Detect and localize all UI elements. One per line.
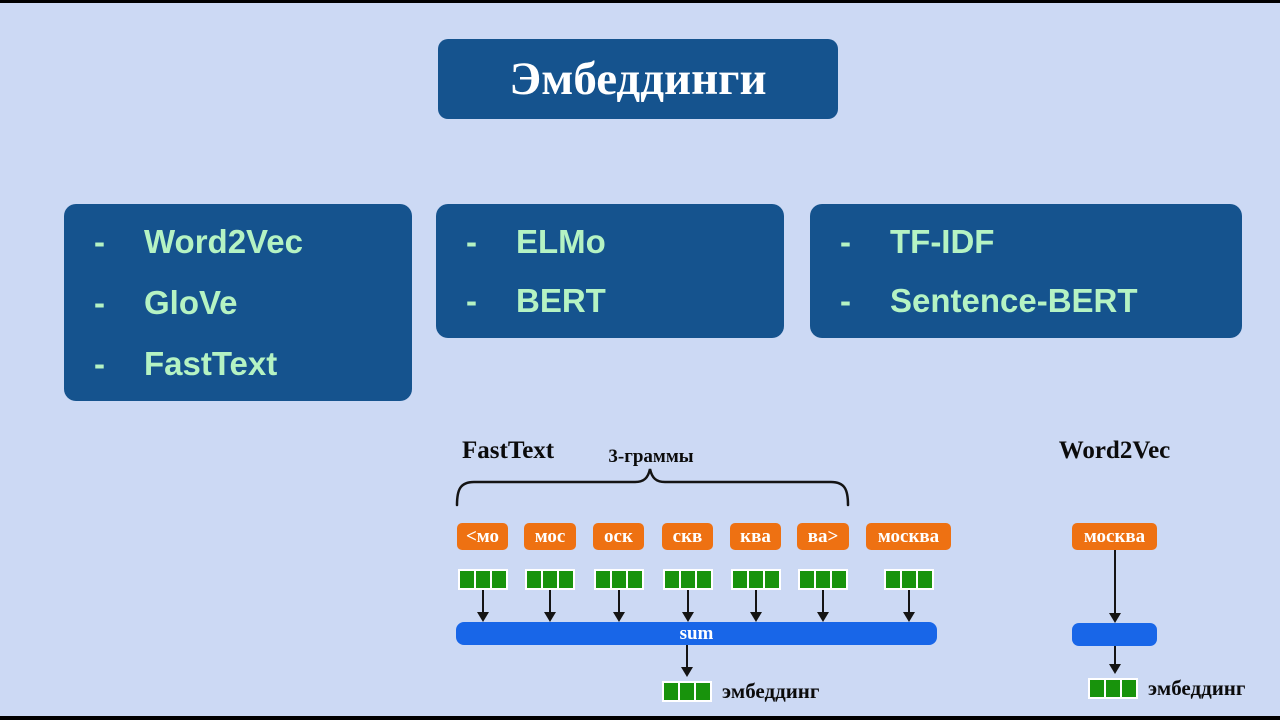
down-arrow bbox=[544, 590, 556, 622]
down-arrow bbox=[681, 590, 694, 622]
ngram-box: <мо bbox=[457, 523, 508, 550]
word-column: москва bbox=[866, 523, 951, 622]
bullet-dash: - bbox=[94, 344, 105, 382]
methods-panel-word-level: - Word2Vec - GloVe - FastText bbox=[64, 204, 412, 401]
ngram-column: <мо bbox=[457, 523, 508, 622]
method-label: ELMo bbox=[516, 222, 606, 260]
bullet-dash: - bbox=[466, 222, 477, 260]
embedding-label: эмбеддинг bbox=[722, 679, 820, 703]
down-arrow bbox=[1072, 550, 1157, 623]
word-box: москва bbox=[866, 523, 951, 550]
ngram-column: ва> bbox=[797, 523, 849, 622]
bullet-dash: - bbox=[840, 281, 851, 319]
list-item: - TF-IDF bbox=[840, 212, 1242, 271]
embedding-vector bbox=[798, 569, 848, 590]
word-column: москва bbox=[1072, 523, 1157, 550]
embedding-vector bbox=[457, 569, 508, 590]
method-label: GloVe bbox=[144, 283, 238, 321]
embedding-vector bbox=[730, 569, 781, 590]
method-label: Word2Vec bbox=[144, 222, 303, 260]
ngram-box: оск bbox=[593, 523, 644, 550]
embedding-vector bbox=[1088, 678, 1138, 699]
word2vec-projection-bar bbox=[1072, 623, 1157, 646]
list-item: - BERT bbox=[466, 271, 784, 330]
down-arrow bbox=[612, 590, 625, 622]
list-item: - FastText bbox=[94, 333, 412, 394]
bullet-dash: - bbox=[840, 222, 851, 260]
ngram-box: ва> bbox=[797, 523, 849, 550]
down-arrow bbox=[476, 590, 489, 622]
bullet-dash: - bbox=[466, 281, 477, 319]
embedding-vector bbox=[593, 569, 644, 590]
ngram-box: скв bbox=[662, 523, 713, 550]
list-item: - Sentence-BERT bbox=[840, 271, 1242, 330]
fasttext-output: эмбеддинг bbox=[662, 645, 819, 704]
fasttext-diagram-title: FastText bbox=[462, 437, 555, 464]
embedding-vector bbox=[883, 569, 934, 590]
ngram-column: скв bbox=[662, 523, 713, 622]
list-item: - ELMo bbox=[466, 212, 784, 271]
ngram-column: ква bbox=[730, 523, 781, 622]
letterbox-bottom bbox=[0, 716, 1280, 720]
ngram-column: оск bbox=[593, 523, 644, 622]
letterbox-top bbox=[0, 0, 1280, 3]
sum-label: sum bbox=[679, 622, 714, 644]
embedding-label: эмбеддинг bbox=[1148, 676, 1246, 700]
word2vec-diagram-title: Word2Vec bbox=[1058, 437, 1171, 464]
method-label: Sentence-BERT bbox=[890, 281, 1138, 319]
method-label: FastText bbox=[144, 344, 278, 382]
down-arrow bbox=[902, 590, 915, 622]
ngram-box: мос bbox=[524, 523, 576, 550]
word-box: москва bbox=[1072, 523, 1157, 550]
method-label: TF-IDF bbox=[890, 222, 995, 260]
curly-brace bbox=[455, 468, 850, 507]
embedding-vector bbox=[662, 569, 713, 590]
list-item: - GloVe bbox=[94, 272, 412, 333]
ngram-column: мос bbox=[524, 523, 576, 622]
bullet-dash: - bbox=[94, 283, 105, 321]
word2vec-output: эмбеддинг bbox=[1088, 676, 1245, 701]
methods-panel-contextual: - ELMo - BERT bbox=[436, 204, 784, 338]
embedding-vector bbox=[525, 569, 575, 590]
slide-title-panel: Эмбеддинги bbox=[438, 39, 838, 119]
methods-panel-sentence-level: - TF-IDF - Sentence-BERT bbox=[810, 204, 1242, 338]
sum-bar: sum bbox=[456, 622, 937, 645]
list-item: - Word2Vec bbox=[94, 211, 412, 272]
down-arrow bbox=[749, 590, 762, 622]
down-arrow bbox=[1072, 646, 1157, 674]
down-arrow bbox=[817, 590, 829, 622]
bullet-dash: - bbox=[94, 222, 105, 260]
down-arrow bbox=[662, 645, 712, 677]
ngram-brace-label: 3-граммы bbox=[608, 446, 694, 467]
method-label: BERT bbox=[516, 281, 606, 319]
embedding-vector bbox=[662, 681, 712, 702]
slide-title: Эмбеддинги bbox=[509, 53, 767, 105]
ngram-box: ква bbox=[730, 523, 781, 550]
